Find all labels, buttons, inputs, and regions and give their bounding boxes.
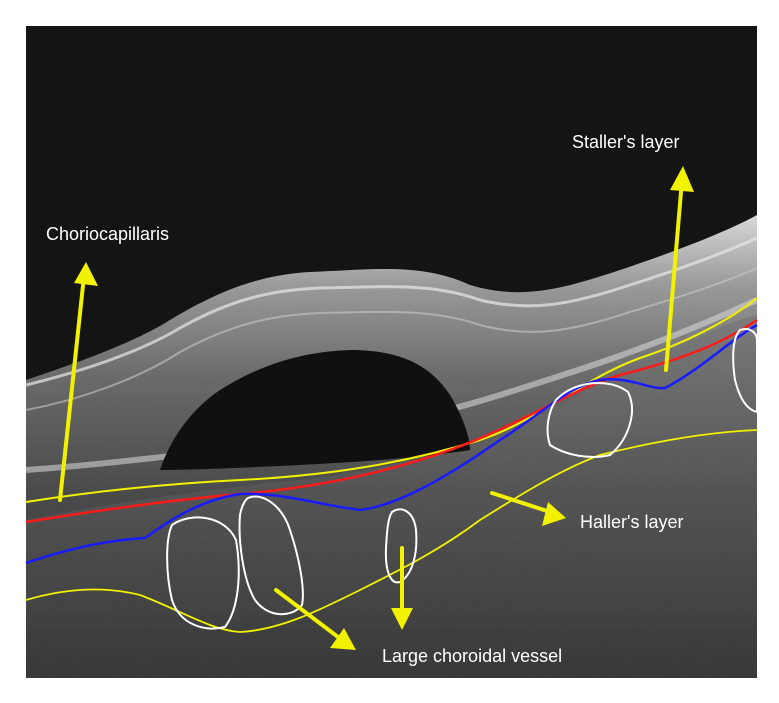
vessel-outline [732,328,758,414]
choroid-sclera-boundary [25,429,758,633]
subretinal-fluid [160,350,470,470]
label-stallers-layer: Staller's layer [572,132,679,152]
choriocapillaris-boundary [25,318,758,524]
label-choriocapillaris: Choriocapillaris [46,224,169,244]
large-vessel-arrow-left [274,588,356,650]
large-vessel-arrow-center [391,546,413,630]
vessel-outline [546,382,633,458]
sattler-boundary [25,323,758,565]
vessel-outline [238,495,304,616]
choriocapillaris-arrow [58,262,98,502]
label-hallers-layer: Haller's layer [580,512,683,532]
label-large-choroidal-vessel: Large choroidal vessel [382,646,562,666]
vessel-outline [166,516,240,630]
stallers-layer-arrow [664,166,694,372]
hallers-layer-arrow [490,491,566,526]
